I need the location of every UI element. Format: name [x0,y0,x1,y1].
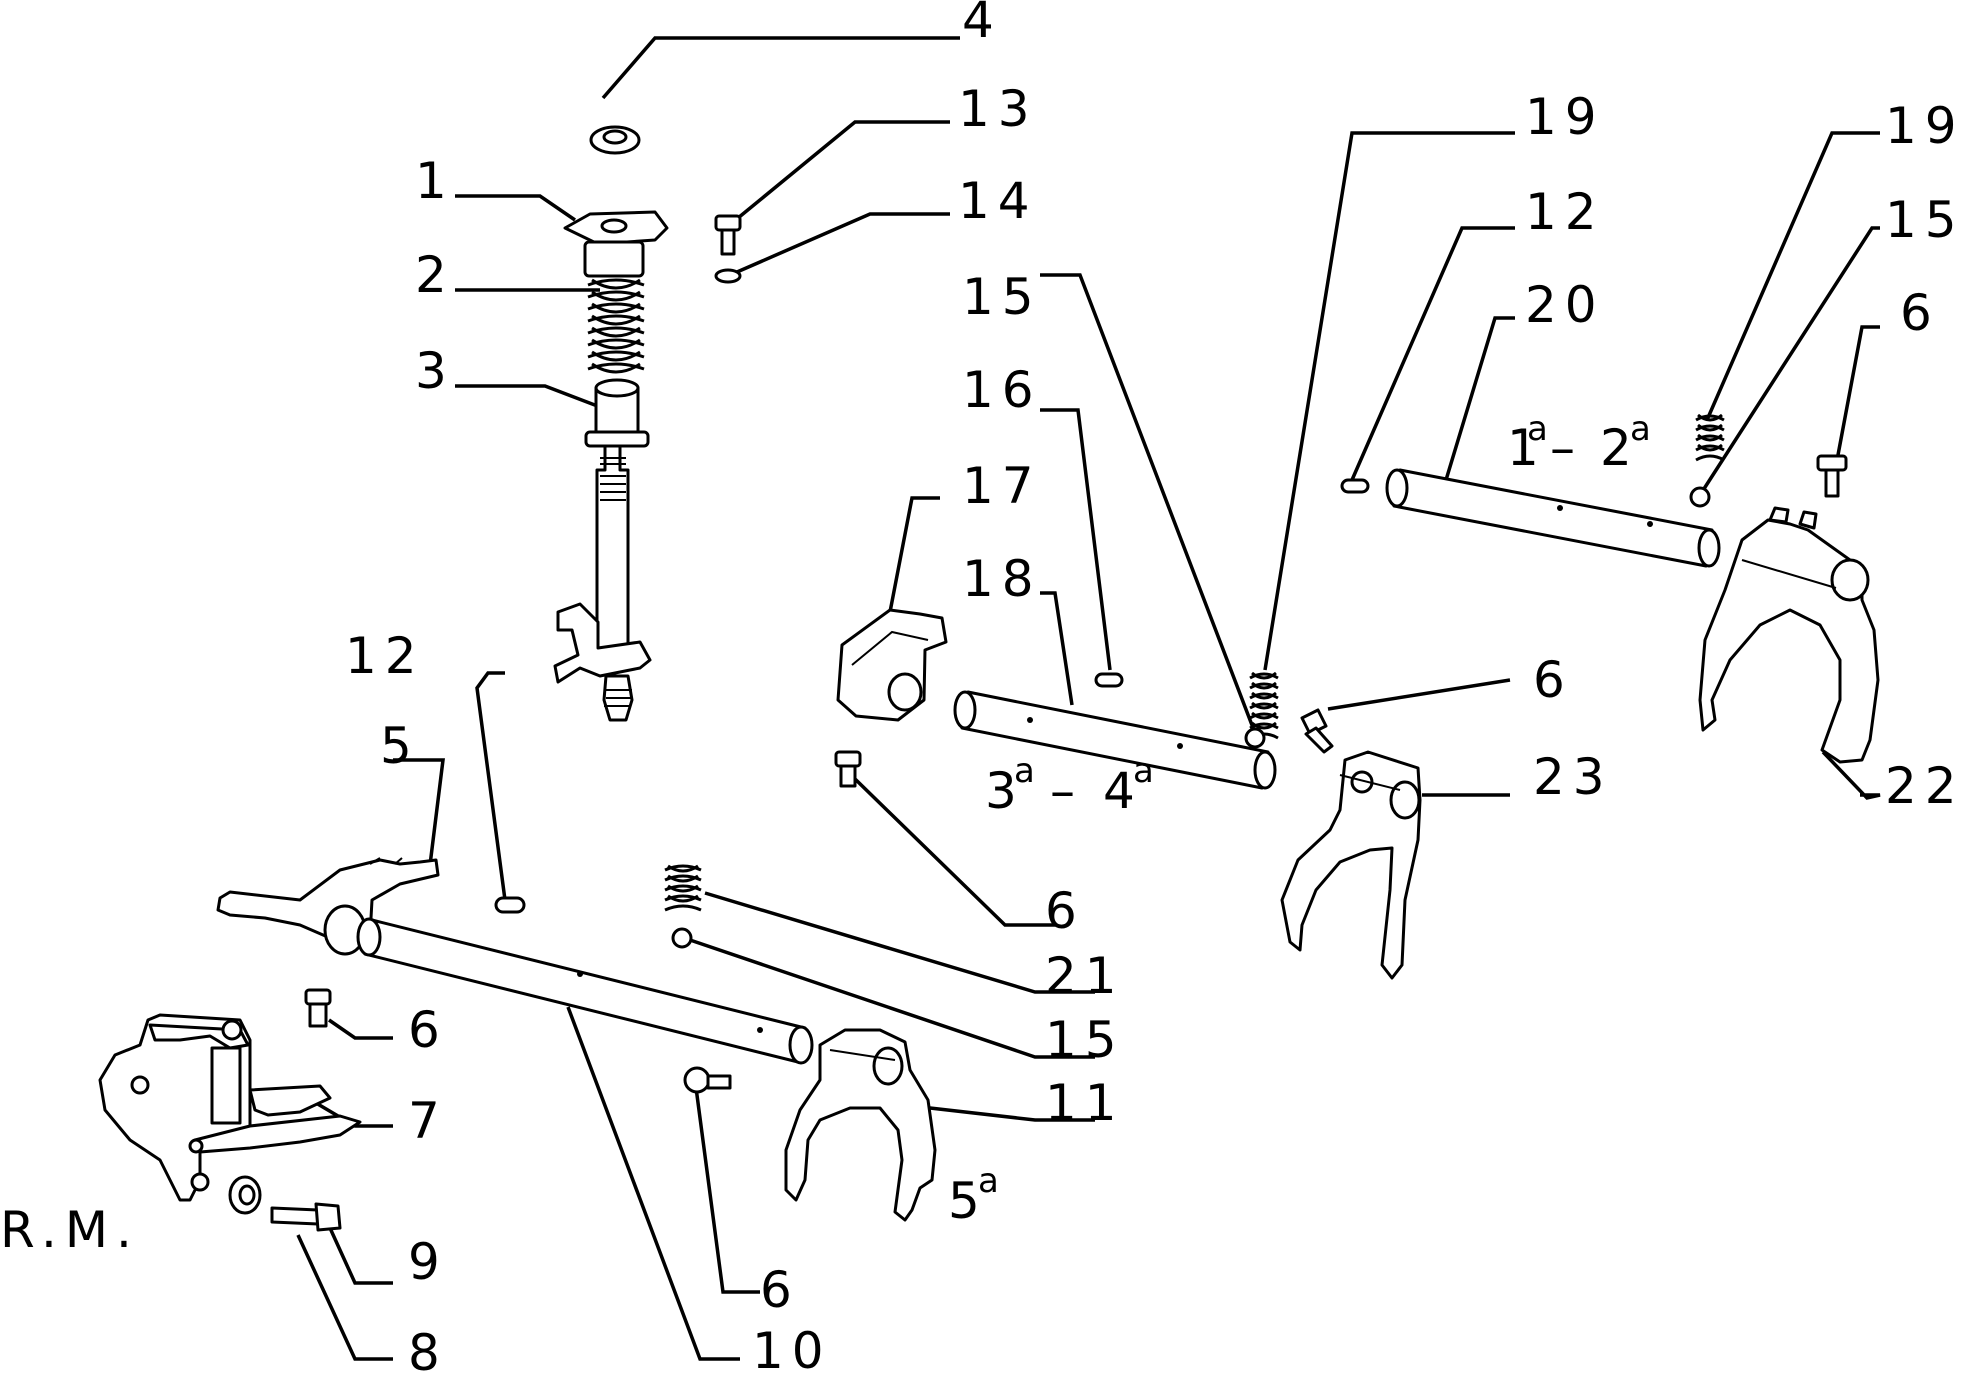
callout-3: 3 [415,342,455,400]
gear-label-5: 5 a [948,1161,999,1230]
bracket-part-7 [98,1013,362,1202]
bolt-part-6-bottom [683,1066,732,1094]
bolt-part-13 [714,214,742,256]
callout-15-right: 15 [1885,191,1965,249]
callout-labels: 4 1 2 3 13 14 15 16 17 18 19 12 20 19 15… [345,0,1965,1381]
gear-label-3-4: 3 a – 4 a [985,751,1154,820]
svg-text:a: a [1527,409,1548,449]
callout-19-right: 19 [1885,97,1965,155]
spring-part-19-right [1689,413,1725,508]
fork-part-23 [1280,750,1422,980]
gear-label-1-2: 1 a – 2 a [1507,409,1651,477]
bolt-part-6-center [834,750,862,788]
lever-part-5 [216,857,440,956]
nut-part-4 [589,125,641,155]
callout-6-mid: 6 [1533,651,1573,709]
svg-text:a: a [1630,409,1651,449]
bolt-part-6-left [304,988,332,1028]
pin-part-12-right [1340,478,1370,494]
cap-plate-part-1 [563,210,669,278]
callout-22: 22 [1885,757,1965,815]
callout-4: 4 [962,0,1002,49]
callout-15-center: 15 [962,268,1042,326]
callout-8: 8 [408,1324,448,1376]
callout-14: 14 [958,172,1038,230]
callout-12-left: 12 [345,627,425,685]
rod-part-20 [1385,468,1721,568]
spring-part-19-center [1244,671,1279,749]
callout-1: 1 [415,152,455,210]
callout-13: 13 [958,80,1038,138]
callout-10: 10 [752,1322,832,1376]
bolt-part-6-mid [1300,708,1334,754]
svg-text:–: – [1550,419,1575,477]
callout-17: 17 [962,457,1042,515]
svg-text:a: a [1133,751,1154,791]
leader-lines [296,36,1881,1361]
svg-text:3: 3 [985,762,1017,820]
bolt-part-6-right [1816,454,1848,498]
bolt-part-9 [270,1202,342,1232]
callout-11: 11 [1045,1074,1125,1132]
svg-text:1: 1 [1507,419,1539,477]
callout-19-top: 19 [1525,88,1605,146]
svg-text:a: a [978,1161,999,1201]
spring-part-21 [664,864,702,949]
svg-text:a: a [1014,751,1035,791]
pin-part-12-left [494,896,526,914]
interlock-part-17 [836,608,948,722]
fork-part-11 [784,1028,937,1222]
washer-part-14 [714,268,742,284]
svg-text:2: 2 [1600,419,1632,477]
svg-text:5: 5 [948,1172,980,1230]
callout-6-right: 6 [1900,284,1940,342]
callout-7: 7 [408,1092,448,1150]
callout-12-right: 12 [1525,183,1605,241]
callout-20: 20 [1525,276,1605,334]
callout-6-bottom: 6 [760,1261,800,1319]
washer-part-8 [228,1175,262,1215]
svg-text:–: – [1050,762,1075,820]
callout-6-center: 6 [1045,882,1085,940]
pin-part-16 [1094,672,1124,688]
callout-5: 5 [380,717,420,775]
callout-6-left: 6 [408,1001,448,1059]
spring-part-2 [587,278,645,374]
callout-23: 23 [1533,748,1613,806]
fork-part-22 [1698,506,1880,764]
callout-2: 2 [415,246,455,304]
callout-15-lower: 15 [1045,1011,1125,1069]
note-rm: R.M. [0,1201,140,1259]
callout-18: 18 [962,550,1042,608]
callout-16: 16 [962,361,1042,419]
rod-part-10 [356,917,814,1065]
rod-part-18 [953,690,1277,790]
selector-shaft-part-3 [553,378,652,722]
callout-21: 21 [1045,947,1125,1005]
svg-text:4: 4 [1103,762,1135,820]
callout-9: 9 [408,1233,448,1291]
